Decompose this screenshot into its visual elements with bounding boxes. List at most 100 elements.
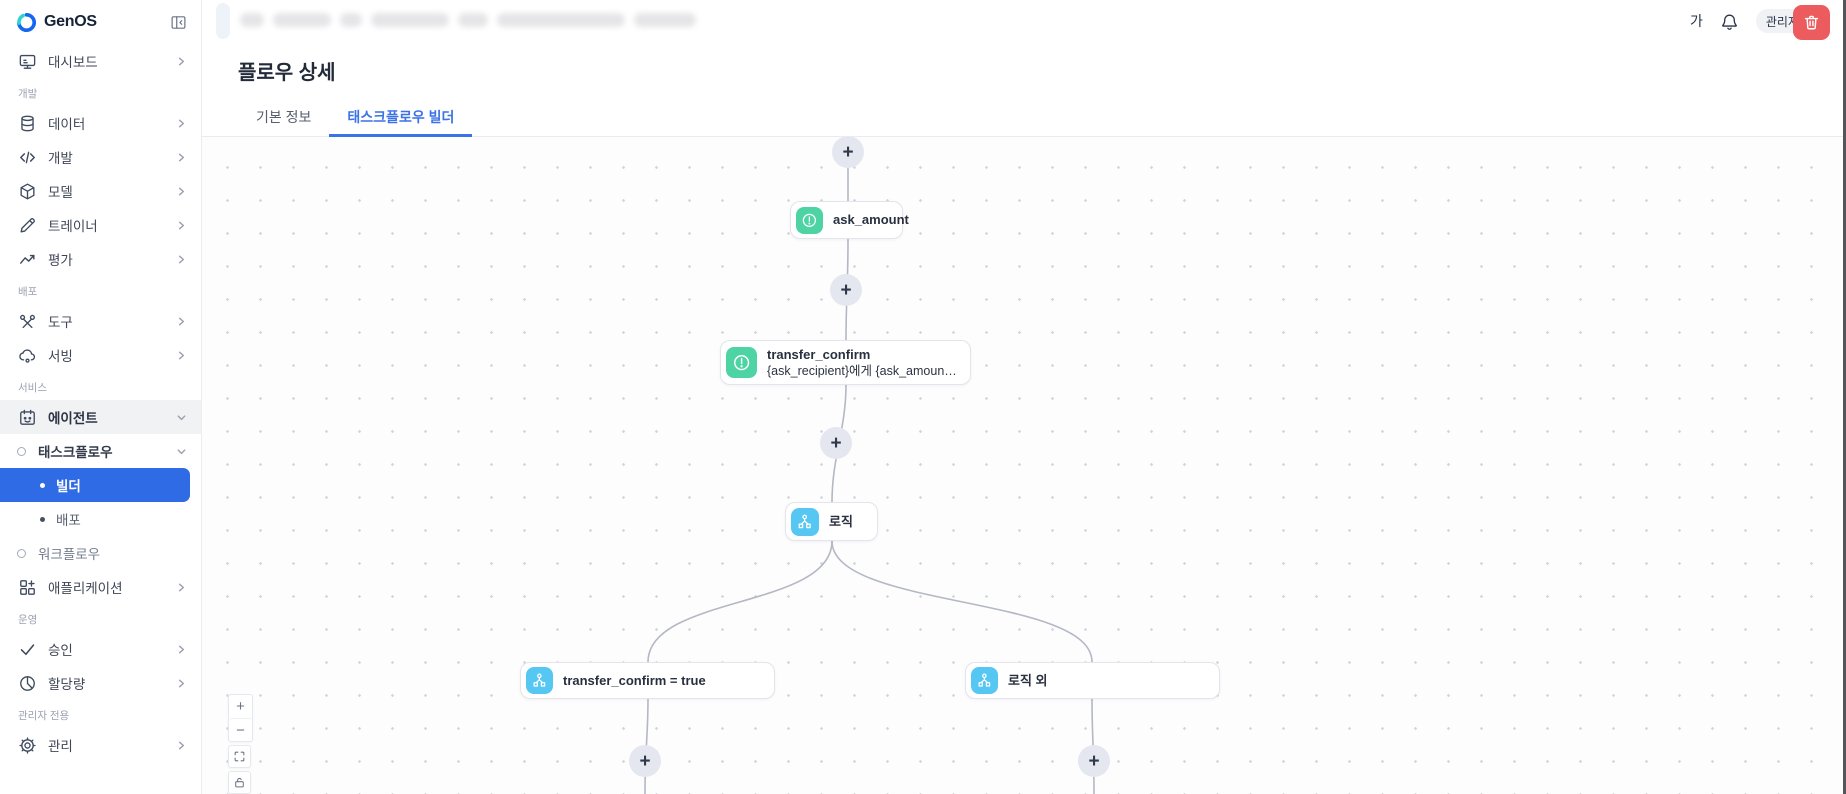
content-header: 플로우 상세 기본 정보 태스크플로우 빌더 — [202, 5, 1846, 137]
sidebar-item-agent[interactable]: 에이전트 — [0, 400, 201, 434]
lock-button[interactable] — [228, 771, 251, 794]
sidebar-section-admin: 관리자 전용 — [18, 710, 70, 722]
sidebar-item-quota[interactable]: 할당량 — [0, 666, 201, 700]
flow-node-logic[interactable]: 로직 — [785, 502, 878, 541]
branch-icon — [791, 507, 819, 536]
cloud-icon — [18, 346, 37, 365]
sidebar-section-dev: 개발 — [18, 88, 38, 100]
sidebar-collapse-icon[interactable] — [170, 14, 187, 31]
sidebar-group-taskflow[interactable]: 태스크플로우 — [0, 434, 201, 468]
monitor-icon — [18, 52, 37, 71]
fit-view-button[interactable] — [228, 745, 251, 768]
chevron-right-icon — [176, 316, 187, 327]
chevron-right-icon — [176, 740, 187, 751]
sidebar-section-operations: 운영 — [18, 614, 38, 626]
sidebar-item-label: 모델 — [48, 185, 73, 200]
chevron-right-icon — [176, 644, 187, 655]
profile-label: 관리자 — [1765, 14, 1799, 29]
calendar-icon — [18, 408, 37, 427]
grid-plus-icon — [18, 578, 37, 597]
sidebar-subitem-deploy[interactable]: 배포 — [0, 502, 201, 536]
node-title: 로직 외 — [1008, 672, 1048, 688]
sidebar-item-application[interactable]: 애플리케이션 — [0, 570, 201, 604]
sidebar-header: GenOS — [0, 0, 201, 36]
alert-circle-icon — [796, 206, 823, 234]
sidebar-group-workflow[interactable]: 워크플로우 — [0, 536, 201, 570]
window-edge — [1843, 0, 1846, 794]
tab-basic-info[interactable]: 기본 정보 — [256, 109, 312, 125]
breadcrumb-redacted — [240, 13, 696, 27]
sidebar-item-label: 할당량 — [48, 677, 86, 692]
sidebar-section-deploy: 배포 — [18, 286, 38, 298]
lock-icon — [233, 776, 246, 789]
flow-canvas[interactable]: + + + + + ask_amount transfer_confirm {a… — [202, 137, 1846, 794]
sidebar-item-tools[interactable]: 도구 — [0, 304, 201, 338]
sidebar-item-label: 도구 — [48, 315, 73, 330]
sidebar-item-trainer[interactable]: 트레이너 — [0, 208, 201, 242]
delete-flow-button[interactable] — [1793, 5, 1830, 40]
main-area: 가 관리자 플로우 상세 기본 정보 태스크플로우 빌더 — [202, 0, 1846, 794]
sidebar-item-admin[interactable]: 관리 — [0, 728, 201, 762]
flow-node-transfer-confirm[interactable]: transfer_confirm {ask_recipient}에게 {ask_… — [720, 340, 971, 385]
add-node-button[interactable]: + — [832, 137, 864, 168]
flow-node-branch-else[interactable]: 로직 외 — [965, 662, 1220, 699]
brand-name: GenOS — [44, 13, 97, 30]
chevron-right-icon — [176, 350, 187, 361]
add-node-button[interactable]: + — [830, 274, 862, 306]
chevron-right-icon — [176, 254, 187, 265]
node-title: 로직 — [829, 513, 853, 529]
sidebar-item-label: 관리 — [48, 739, 73, 754]
chevron-right-icon — [176, 220, 187, 231]
branch-icon — [526, 667, 553, 694]
alert-circle-icon — [726, 347, 757, 378]
sidebar-item-evaluation[interactable]: 평가 — [0, 242, 201, 276]
branch-icon — [971, 667, 998, 694]
sidebar-item-label: 개발 — [48, 151, 73, 166]
code-icon — [18, 148, 37, 167]
sidebar-item-label: 애플리케이션 — [48, 581, 123, 596]
sidebar-item-model[interactable]: 모델 — [0, 174, 201, 208]
chevron-right-icon — [176, 582, 187, 593]
sidebar-item-serving[interactable]: 서빙 — [0, 338, 201, 372]
add-node-button[interactable]: + — [820, 427, 852, 459]
chevron-right-icon — [176, 56, 187, 67]
gear-icon — [18, 736, 37, 755]
sidebar-group-label: 워크플로우 — [38, 547, 101, 562]
scrollbar-thumb[interactable] — [216, 3, 230, 39]
sidebar-item-dashboard[interactable]: 대시보드 — [0, 44, 201, 78]
sidebar-group-label: 태스크플로우 — [38, 445, 113, 460]
sidebar-subitem-builder[interactable]: 빌더 — [0, 468, 190, 502]
tools-icon — [18, 312, 37, 331]
text-size-button[interactable]: 가 — [1689, 13, 1703, 29]
fit-view-icon — [233, 750, 246, 763]
sidebar-item-label: 에이전트 — [48, 411, 98, 426]
radio-circle-icon — [17, 548, 26, 558]
sidebar-item-approval[interactable]: 승인 — [0, 632, 201, 666]
topbar: 가 관리자 — [202, 0, 1846, 48]
notification-bell-icon[interactable] — [1720, 12, 1739, 31]
zoom-controls: + − — [228, 694, 253, 742]
flow-node-branch-true[interactable]: transfer_confirm = true — [520, 662, 775, 699]
chart-icon — [18, 250, 37, 269]
sidebar-item-label: 데이터 — [48, 117, 86, 132]
chevron-down-icon — [176, 412, 187, 423]
tab-taskflow-builder[interactable]: 태스크플로우 빌더 — [329, 100, 473, 137]
sidebar-section-service: 서비스 — [18, 382, 47, 394]
flow-node-ask-amount[interactable]: ask_amount — [790, 201, 909, 239]
node-title: transfer_confirm — [767, 346, 871, 362]
sidebar-subitem-label: 배포 — [56, 513, 81, 528]
bullet-icon — [40, 482, 45, 488]
database-icon — [18, 114, 37, 133]
add-node-button[interactable]: + — [629, 745, 661, 777]
chevron-right-icon — [176, 118, 187, 129]
add-node-button[interactable]: + — [1078, 745, 1110, 777]
sidebar-item-develop[interactable]: 개발 — [0, 140, 201, 174]
chevron-right-icon — [176, 186, 187, 197]
radio-circle-icon — [17, 446, 26, 456]
sidebar-item-data[interactable]: 데이터 — [0, 106, 201, 140]
zoom-out-button[interactable]: − — [229, 718, 252, 741]
check-icon — [18, 640, 37, 659]
zoom-in-button[interactable]: + — [229, 695, 252, 718]
node-title: transfer_confirm = true — [563, 672, 706, 688]
